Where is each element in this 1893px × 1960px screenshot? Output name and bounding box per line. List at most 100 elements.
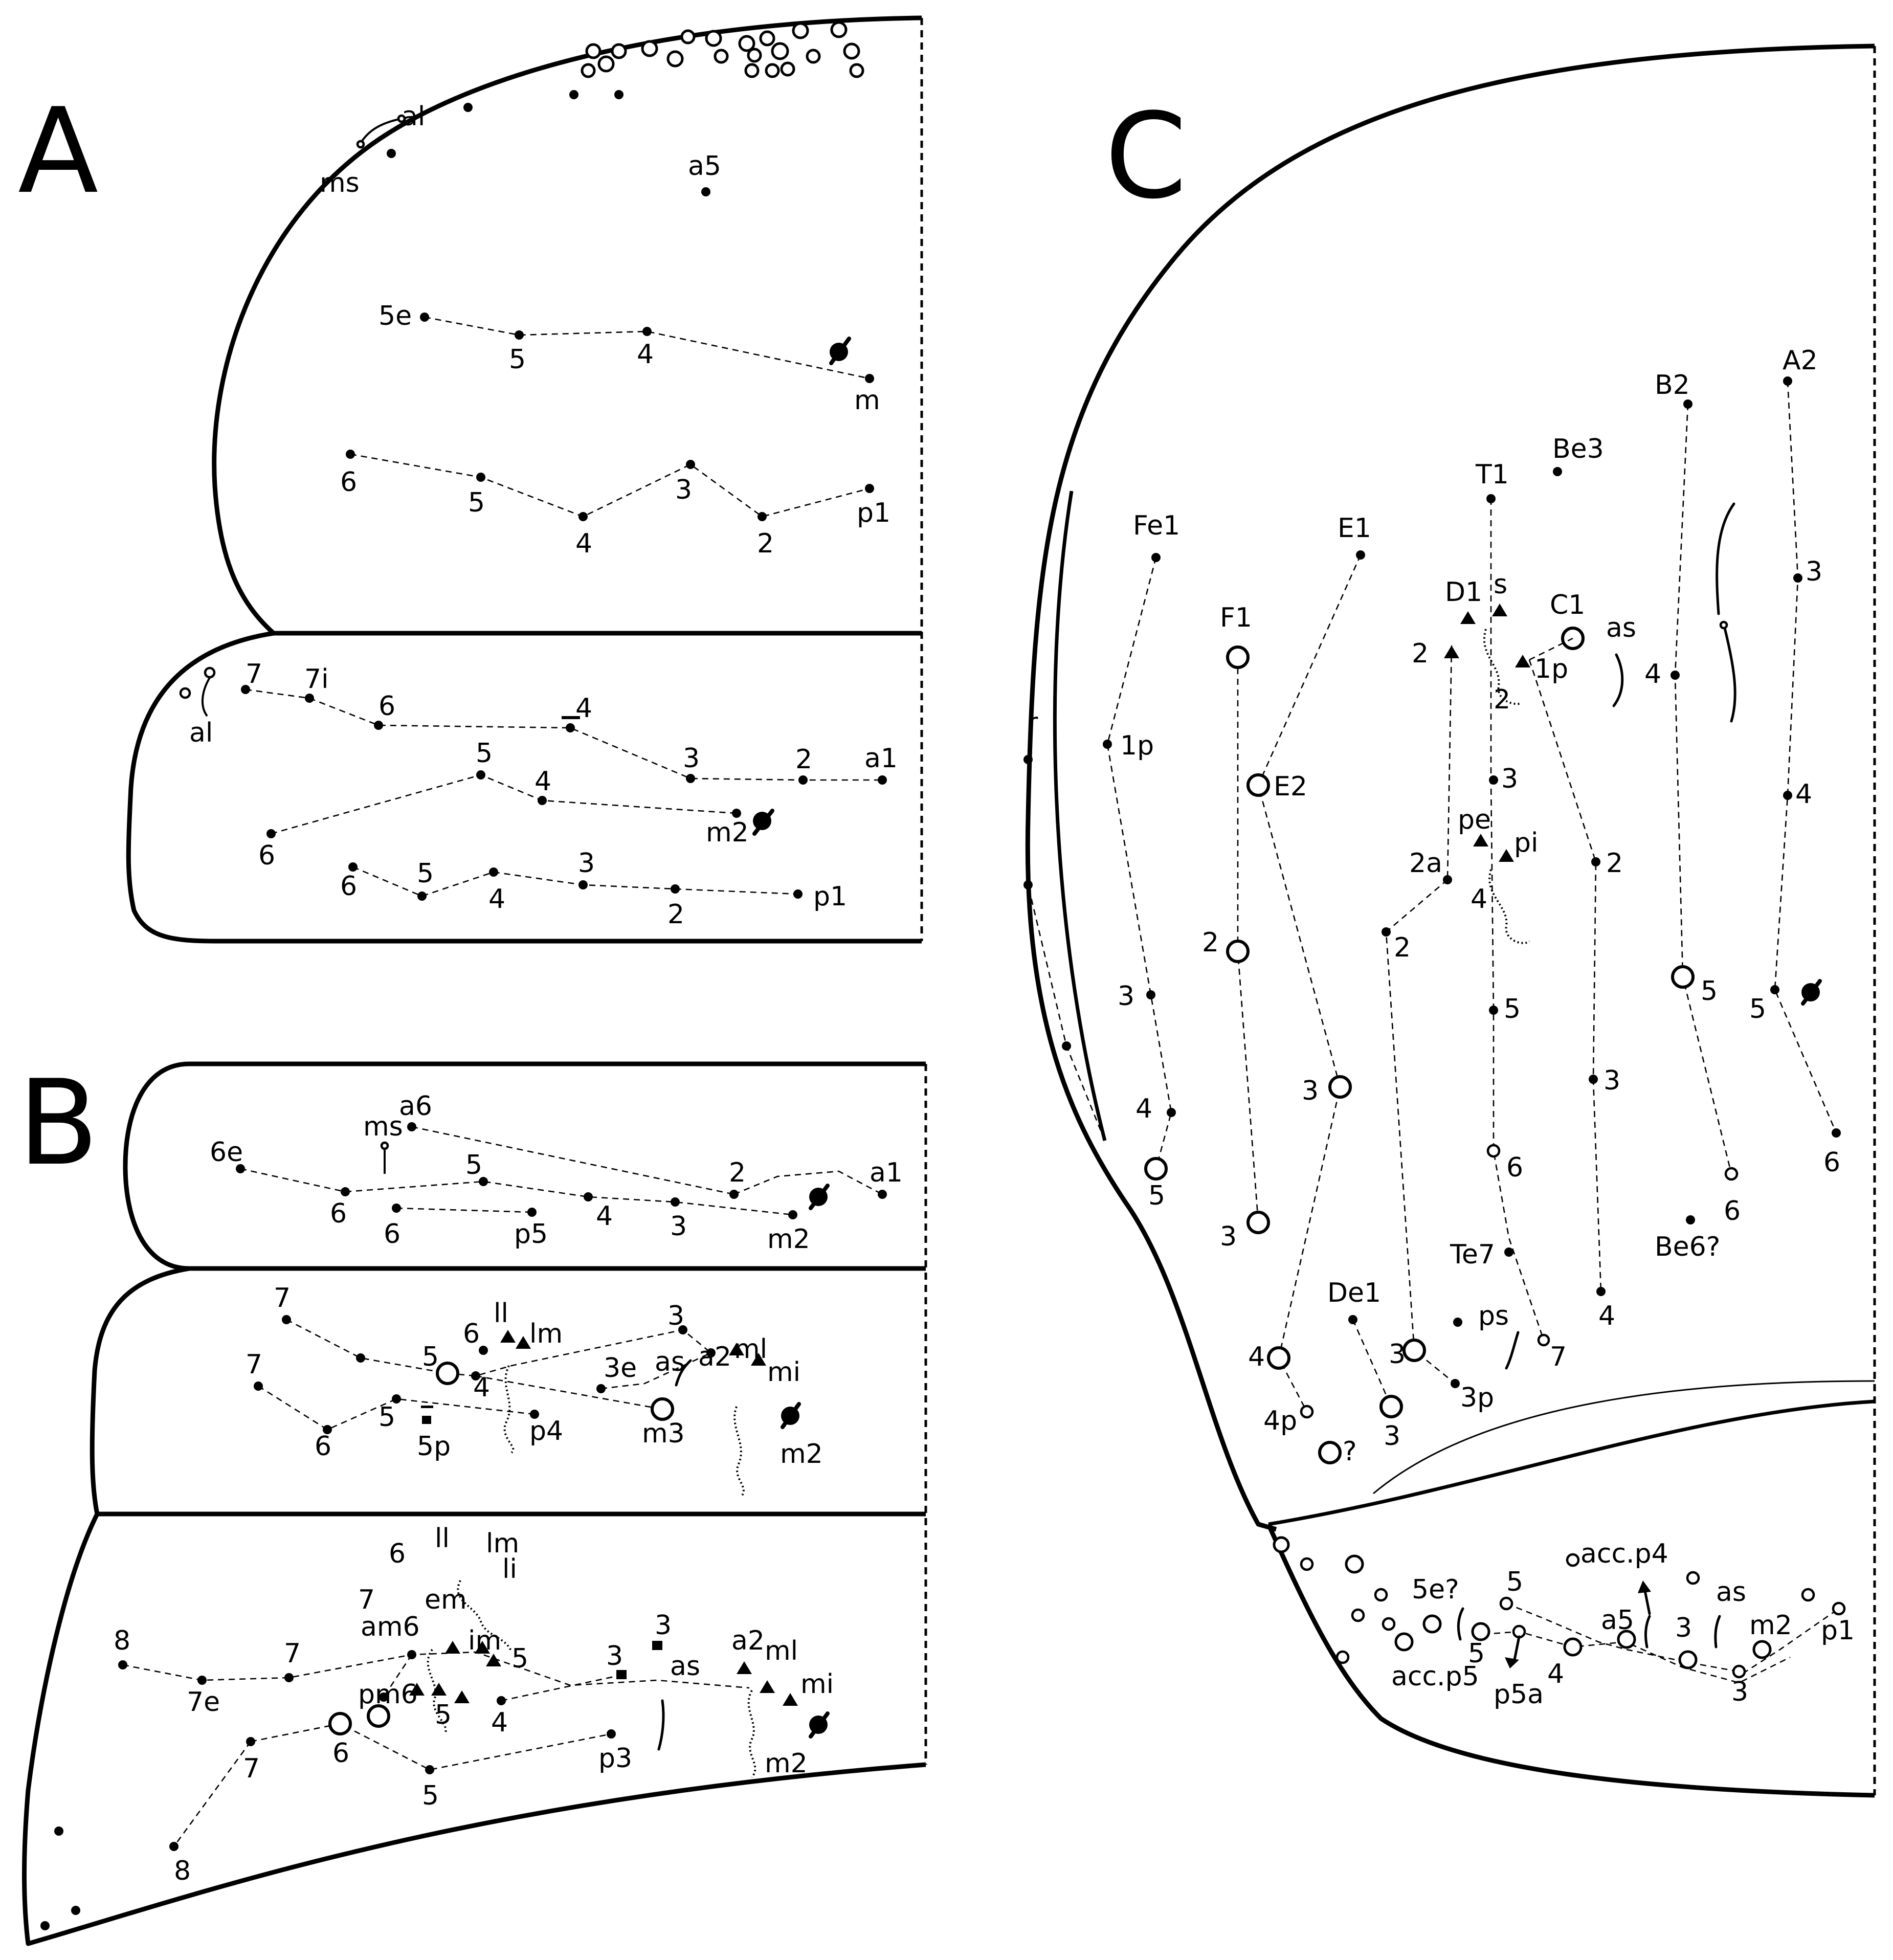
label-ll: ll [494, 1298, 508, 1329]
label-ml: ml [765, 1636, 798, 1666]
label-Fe1: Fe1 [1133, 510, 1180, 541]
panel-B-labels: ms a6 6e 5 2 a1 6 4 3 m2 6 p5 7 ll 6 lm … [114, 1091, 903, 1886]
label-?: ? [1343, 1436, 1357, 1467]
label-4: 4 [596, 1201, 613, 1232]
label-5: 5 [422, 1780, 439, 1811]
panel-label-A: A [18, 83, 98, 220]
label-5: 5 [1701, 976, 1718, 1007]
label-5: 5 [465, 1150, 482, 1181]
label-6: 6 [384, 1219, 400, 1250]
label-as: as [1716, 1577, 1746, 1608]
label-p5: p5 [514, 1219, 548, 1250]
label-3: 3 [1675, 1613, 1692, 1643]
label-as: as [655, 1347, 685, 1377]
label-a1: a1 [864, 743, 898, 774]
label-p1: p1 [813, 881, 847, 912]
label-mi: mi [767, 1357, 800, 1388]
label-im: im [468, 1625, 501, 1656]
label-em: em [425, 1585, 467, 1615]
label-6: 6 [1724, 1196, 1741, 1227]
label-7e: 7e [187, 1687, 220, 1718]
label-m3: m3 [642, 1418, 685, 1449]
label-2: 2 [667, 899, 684, 930]
label-3: 3 [1501, 764, 1518, 794]
label-4: 4 [575, 528, 592, 559]
label-2: 2 [1202, 927, 1219, 958]
label-De1: De1 [1327, 1278, 1381, 1308]
label-5e: 5e [378, 301, 412, 331]
label-B2: B2 [1655, 370, 1690, 400]
label-Te7: Te7 [1450, 1239, 1495, 1270]
label-4p: 4p [1263, 1406, 1297, 1436]
label-5: 5 [1504, 994, 1521, 1024]
label-5: 5 [1749, 994, 1766, 1024]
label-2: 2 [1412, 638, 1429, 669]
label-2: 2 [1606, 848, 1623, 879]
label-2: 2 [1394, 932, 1411, 963]
label-7: 7 [358, 1585, 375, 1615]
label-p5a: p5a [1494, 1679, 1544, 1710]
panel-A-chaetotaxy [179, 21, 887, 901]
label-p1: p1 [1821, 1615, 1855, 1646]
label-ml: ml [734, 1334, 767, 1365]
label-6: 6 [315, 1431, 331, 1462]
label-C1: C1 [1550, 590, 1585, 620]
label-li: li [502, 1554, 517, 1585]
label-Be3: Be3 [1552, 434, 1604, 464]
label-as: as [670, 1651, 700, 1682]
label-T1: T1 [1475, 459, 1509, 490]
label-5: 5 [468, 487, 485, 518]
label-3: 3 [675, 475, 692, 505]
label-4: 4 [1795, 779, 1812, 810]
label-3: 3 [1302, 1076, 1319, 1106]
label-7: 7 [1550, 1342, 1567, 1372]
label-a1: a1 [870, 1157, 903, 1188]
label-m: m [854, 385, 880, 416]
label-6: 6 [389, 1539, 406, 1569]
label-4: 4 [473, 1372, 490, 1403]
label-3: 3 [1384, 1421, 1400, 1452]
label-r: r [1027, 707, 1038, 738]
label-5: 5 [1148, 1181, 1165, 1211]
label-6: 6 [330, 1198, 347, 1229]
label-Be6?: Be6? [1655, 1232, 1720, 1262]
label-5: 5 [509, 344, 526, 375]
label-3: 3 [1731, 1677, 1748, 1707]
label-4: 4 [1598, 1301, 1615, 1331]
label-a2: a2 [731, 1625, 765, 1656]
label-4: 4 [535, 766, 551, 797]
label-7: 7 [246, 659, 262, 689]
label-6: 6 [1506, 1152, 1523, 1183]
label-ps: ps [1478, 1301, 1509, 1331]
label-7: 7 [284, 1638, 301, 1669]
label-acc-p4: acc.p4 [1580, 1539, 1668, 1569]
label-as: as [1606, 613, 1636, 643]
label-6: 6 [332, 1738, 349, 1769]
label-pi: pi [1514, 828, 1538, 858]
label-4: 4 [1471, 884, 1487, 915]
label-1p: 1p [1534, 654, 1568, 684]
label-A2: A2 [1783, 345, 1818, 376]
label-5: 5 [476, 738, 493, 769]
panel-C-chaetotaxy [1023, 376, 1846, 1684]
label-ll: ll [435, 1523, 450, 1554]
label-5p: 5p [417, 1431, 451, 1462]
label-am6: am6 [361, 1612, 420, 1642]
label-4: 4 [575, 693, 592, 724]
label-4: 4 [491, 1707, 508, 1738]
label-5: 5 [1506, 1567, 1523, 1597]
label-ms: ms [363, 1111, 403, 1142]
label-6: 6 [340, 871, 357, 902]
label-F1: F1 [1220, 603, 1252, 633]
label-4: 4 [1135, 1094, 1152, 1124]
panel-C-outline [1025, 43, 1876, 1798]
label-m2: m2 [765, 1748, 808, 1779]
panel-B-chaetotaxy [40, 1122, 887, 1930]
label-lm: lm [486, 1528, 519, 1559]
panel-B-outline [22, 1061, 927, 1946]
label-6e: 6e [210, 1137, 243, 1168]
label-6: 6 [1823, 1147, 1840, 1178]
label-2: 2 [757, 528, 774, 559]
label-5: 5 [435, 1700, 452, 1730]
